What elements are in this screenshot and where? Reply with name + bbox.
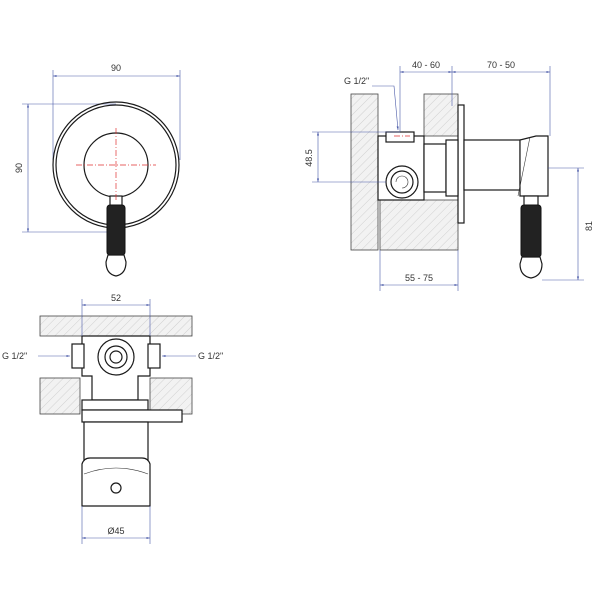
top-wall-left xyxy=(39,377,81,415)
top-view: 52 G 1/2" G 1/2" Ø45 xyxy=(2,293,223,544)
valve-top-inlet xyxy=(385,131,415,143)
wall-upper-right-section xyxy=(423,93,459,137)
top-wall-upper xyxy=(39,315,193,337)
side-depth-b-label: 70 - 50 xyxy=(487,60,515,70)
valve-bonnet xyxy=(445,139,459,197)
top-flange xyxy=(81,409,183,423)
top-outlet-inner xyxy=(104,345,128,369)
front-view: 90 90 xyxy=(14,63,181,277)
side-center-height-label: 48.5 xyxy=(304,149,314,167)
top-rosette-plate xyxy=(81,399,149,411)
top-spacing-label: 52 xyxy=(111,293,121,303)
lever-end-cap xyxy=(105,254,127,277)
top-inlet-right-label: G 1/2" xyxy=(198,351,223,361)
lever-grip xyxy=(106,204,126,256)
valve-body xyxy=(377,135,425,201)
top-inlet-right xyxy=(147,343,161,369)
side-handle-label: 81 xyxy=(584,221,594,231)
top-inlet-left-label: G 1/2" xyxy=(2,351,27,361)
side-wall-depth-label: 55 - 75 xyxy=(405,273,433,283)
side-thread-leader xyxy=(372,85,399,131)
hub-bevel-line xyxy=(517,136,531,197)
side-lever-end-cap xyxy=(519,256,543,279)
outlet-port-inner xyxy=(390,170,414,194)
front-width-label: 90 xyxy=(111,63,121,73)
wall-lower-section xyxy=(379,199,459,251)
top-hub-contour xyxy=(83,467,149,475)
port-thread-arc xyxy=(395,175,409,189)
side-lever-grip xyxy=(520,204,542,258)
wall-left-section xyxy=(350,93,379,251)
top-diameter-label: Ø45 xyxy=(107,526,124,536)
top-handle-hub xyxy=(81,457,151,507)
side-thread-label: G 1/2" xyxy=(344,76,369,86)
side-view: G 1/2" 40 - 60 70 - 50 48.5 81 55 - 75 xyxy=(304,60,594,291)
top-wall-right xyxy=(149,377,193,415)
top-outlet-outer xyxy=(97,338,135,376)
valve-cartridge xyxy=(423,143,447,193)
side-depth-a-label: 40 - 60 xyxy=(412,60,440,70)
top-outlet-core xyxy=(109,350,123,364)
top-inlet-left xyxy=(71,343,85,369)
front-height-label: 90 xyxy=(14,163,24,173)
handle-sleeve xyxy=(463,139,521,191)
top-hub-screw xyxy=(110,482,122,494)
top-sleeve xyxy=(83,421,149,465)
rosette-plate-side xyxy=(457,104,465,224)
